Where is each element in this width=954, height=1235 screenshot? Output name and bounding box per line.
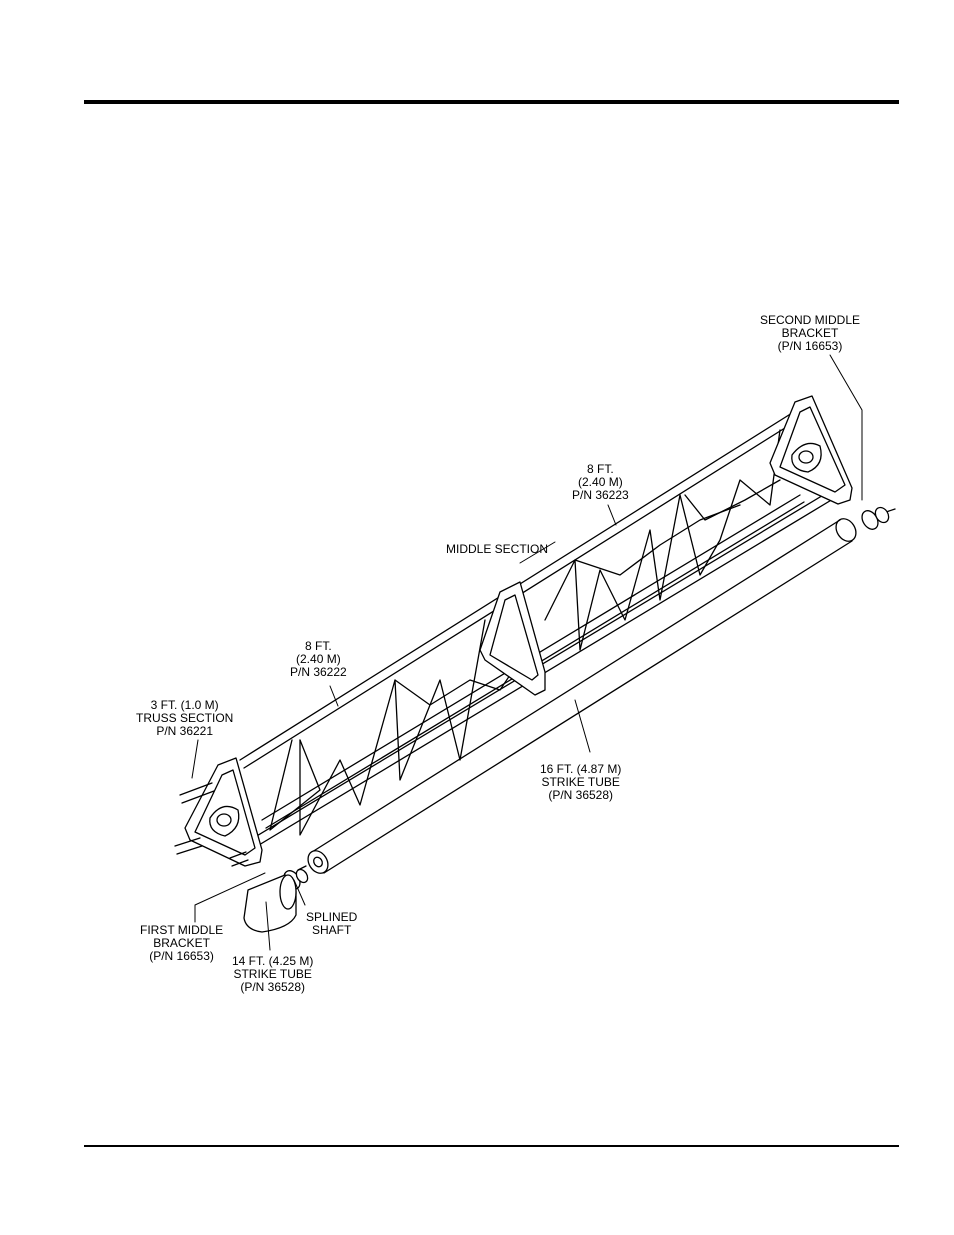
callout-middle-upper-truss: 8 FT. (2.40 M) P/N 36223	[572, 463, 629, 502]
callout-truss-section: 3 FT. (1.0 M) TRUSS SECTION P/N 36221	[136, 699, 233, 738]
long-strike-tube	[304, 515, 860, 877]
callout-second-middle-bracket: SECOND MIDDLE BRACKET (P/N 16653)	[760, 314, 860, 353]
callout-long-strike-tube: 16 FT. (4.87 M) STRIKE TUBE (P/N 36528)	[540, 763, 621, 802]
callout-splined-shaft: SPLINED SHAFT	[306, 911, 357, 937]
callout-lower-truss: 8 FT. (2.40 M) P/N 36222	[290, 640, 347, 679]
short-strike-tube	[244, 875, 296, 932]
callout-middle-section: MIDDLE SECTION	[446, 543, 548, 556]
second-middle-bracket-plate	[770, 396, 852, 504]
middle-plate	[480, 582, 545, 695]
callout-short-strike-tube: 14 FT. (4.25 M) STRIKE TUBE (P/N 36528)	[232, 955, 313, 994]
callout-first-middle-bracket: FIRST MIDDLE BRACKET (P/N 16653)	[140, 924, 223, 963]
splined-shaft-right	[859, 505, 895, 532]
first-middle-bracket-plate	[185, 758, 262, 866]
